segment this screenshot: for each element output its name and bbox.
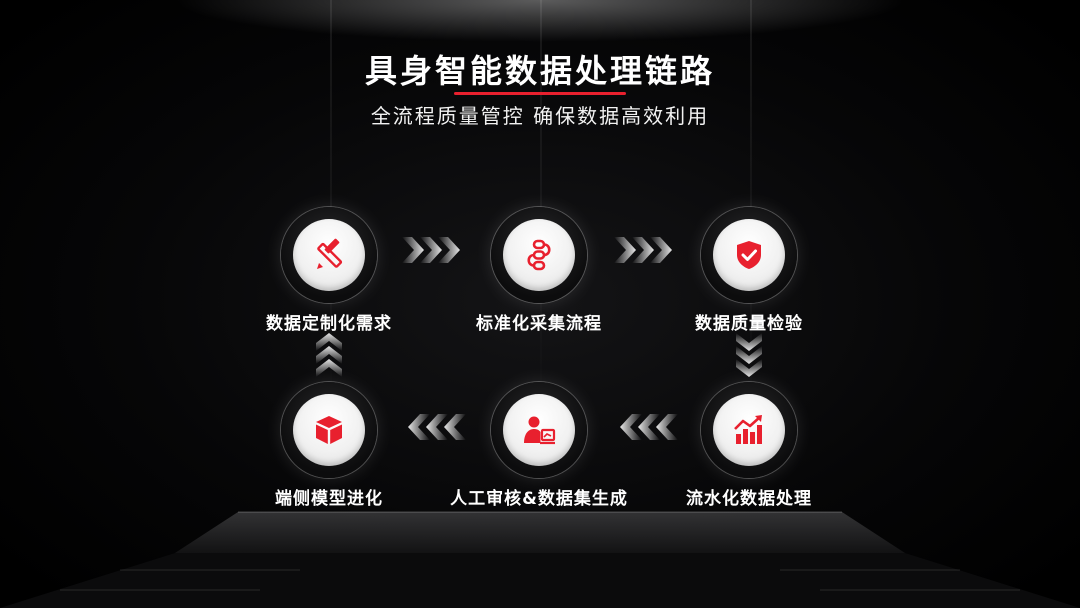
step-node-model-evolution	[281, 382, 377, 478]
person-review-icon	[524, 416, 556, 445]
step-label: 端侧模型进化	[275, 489, 383, 509]
arrow-up-icon	[316, 333, 342, 377]
step-node-processing	[701, 382, 797, 478]
step-node-collection	[491, 207, 587, 303]
workflow-icon	[527, 239, 551, 271]
page-title: 具身智能数据处理链路	[364, 52, 715, 90]
step-node-requirements	[281, 207, 377, 303]
pencil-ruler-icon	[317, 238, 343, 269]
cube-icon	[316, 416, 342, 444]
bar-chart-trend-icon	[734, 415, 762, 444]
arrow-down-icon	[736, 333, 762, 377]
step-label: 流水化数据处理	[686, 489, 812, 509]
arrow-left-icon	[620, 414, 678, 440]
step-node-quality-check	[701, 207, 797, 303]
page-subtitle: 全流程质量管控 确保数据高效利用	[370, 104, 710, 128]
step-label: 数据定制化需求	[266, 314, 392, 334]
shield-check-icon	[737, 241, 761, 269]
title-underline	[454, 92, 626, 95]
arrow-left-icon	[408, 414, 466, 440]
step-label: 标准化采集流程	[476, 314, 602, 334]
step-label: 人工审核&数据集生成	[450, 489, 628, 509]
arrow-right-icon	[402, 237, 460, 263]
step-label: 数据质量检验	[695, 314, 803, 334]
step-node-review	[491, 382, 587, 478]
arrow-right-icon	[614, 237, 672, 263]
